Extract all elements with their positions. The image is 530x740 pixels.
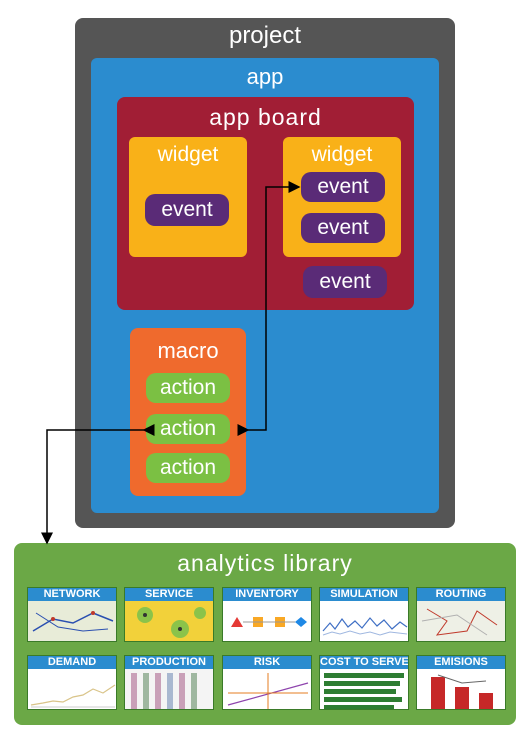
app-board-label: app board	[209, 104, 322, 130]
tile-production-title: PRODUCTION	[125, 656, 213, 669]
analytics-library-label: analytics library	[177, 550, 353, 576]
map-thumbnail-icon	[28, 601, 116, 641]
tile-inventory-title: INVENTORY	[223, 588, 311, 601]
cost-bars-thumbnail-icon	[320, 669, 408, 709]
board-event: event	[303, 266, 387, 298]
line-chart-thumbnail-icon	[320, 601, 408, 641]
tile-cost-to-serve-title: COST TO SERVE	[320, 656, 409, 669]
tile-service: SERVICE	[124, 587, 214, 642]
tile-simulation: SIMULATION	[319, 587, 409, 642]
tile-cost-to-serve: COST TO SERVE	[319, 655, 409, 710]
tile-network: NETWORK	[27, 587, 117, 642]
macro-action-1: action	[146, 373, 230, 403]
macro-label: macro	[157, 338, 219, 363]
tile-emisions-title: EMISIONS	[417, 656, 505, 669]
risk-chart-thumbnail-icon	[223, 669, 311, 709]
tile-risk-title: RISK	[223, 656, 311, 669]
production-bars-thumbnail-icon	[125, 669, 213, 709]
tile-emisions: EMISIONS	[416, 655, 506, 710]
app-label: app	[246, 64, 284, 89]
widget-2-label: widget	[311, 143, 373, 166]
heatmap-thumbnail-icon	[125, 601, 213, 641]
tile-service-title: SERVICE	[125, 588, 213, 601]
macro-action-3: action	[146, 453, 230, 483]
macro-action-2: action	[146, 414, 230, 444]
tile-production: PRODUCTION	[124, 655, 214, 710]
emissions-bars-thumbnail-icon	[417, 669, 505, 709]
tile-risk: RISK	[222, 655, 312, 710]
widget-2-event-2: event	[301, 213, 385, 243]
flow-thumbnail-icon	[223, 601, 311, 641]
project-label: project	[228, 22, 302, 49]
widget-2-event-1: event	[301, 172, 385, 202]
tile-routing-title: ROUTING	[417, 588, 505, 601]
tile-routing: ROUTING	[416, 587, 506, 642]
tile-simulation-title: SIMULATION	[320, 588, 408, 601]
demand-chart-thumbnail-icon	[28, 669, 116, 709]
widget-1-label: widget	[157, 143, 219, 166]
tile-network-title: NETWORK	[28, 588, 116, 601]
route-map-thumbnail-icon	[417, 601, 505, 641]
tile-demand: DEMAND	[27, 655, 117, 710]
tile-demand-title: DEMAND	[28, 656, 116, 669]
tile-inventory: INVENTORY	[222, 587, 312, 642]
widget-1-event: event	[145, 194, 229, 226]
